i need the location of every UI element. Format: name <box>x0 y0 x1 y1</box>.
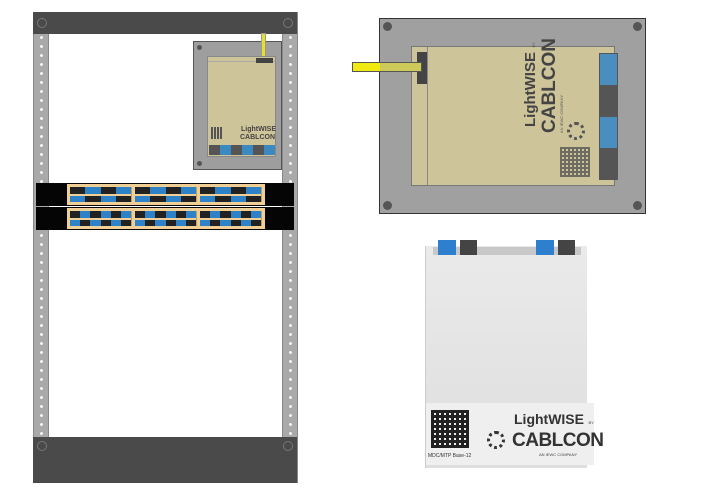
black-port-icon <box>558 240 575 255</box>
module-type-label: MDC/MTP Base-12 <box>428 453 472 459</box>
port-row <box>209 145 275 155</box>
blue-port-icon <box>536 240 554 255</box>
rack-bottom-bar <box>33 437 297 483</box>
screw-hole-icon <box>37 18 47 28</box>
brand-product: LightWISE <box>241 126 276 133</box>
screw-icon <box>197 161 202 166</box>
brand-by: BY <box>531 42 536 48</box>
black-port-icon <box>460 240 477 255</box>
patch-panel-2 <box>36 207 294 230</box>
screw-icon <box>633 22 642 31</box>
qr-code-icon <box>211 127 223 139</box>
brand-maker: CABLCON <box>539 38 560 133</box>
detail-port-column <box>599 53 618 180</box>
brand-product: LightWISE <box>514 411 584 427</box>
cablcon-logo-icon <box>487 431 505 449</box>
yellow-fiber-cable <box>261 33 266 57</box>
blue-port-icon <box>438 240 456 255</box>
screw-hole-icon <box>283 18 293 28</box>
brand-product: LightWISE <box>522 52 539 127</box>
detail-cassette-module: LightWISE BY CABLCON AN IEWC COMPANY <box>411 38 615 186</box>
screw-hole-icon <box>283 441 293 451</box>
screw-hole-icon <box>37 441 47 451</box>
rack <box>33 12 298 483</box>
module-label: MDC/MTP Base-12 LightWISE BY CABLCON AN … <box>426 403 604 465</box>
cablcon-logo-icon <box>567 122 585 140</box>
patch-panel-1 <box>36 183 294 206</box>
rack-rail-left <box>33 12 49 483</box>
qr-code-icon <box>431 410 469 448</box>
brand-by: BY <box>588 420 594 425</box>
screw-icon <box>383 201 392 210</box>
brand-tagline: AN IEWC COMPANY <box>539 452 578 457</box>
port-row <box>433 237 583 255</box>
screw-icon <box>633 201 642 210</box>
rack-top-bar <box>33 12 297 34</box>
rack-rail-right <box>282 12 298 483</box>
screw-icon <box>197 45 202 50</box>
small-cassette-module: LightWISE CABLCON <box>207 56 276 157</box>
brand-maker: CABLCON <box>512 430 604 451</box>
screw-icon <box>383 22 392 31</box>
qr-code-icon <box>560 147 590 177</box>
detail-yellow-fiber-cable <box>352 62 422 72</box>
brand-maker: CABLCON <box>240 134 275 141</box>
